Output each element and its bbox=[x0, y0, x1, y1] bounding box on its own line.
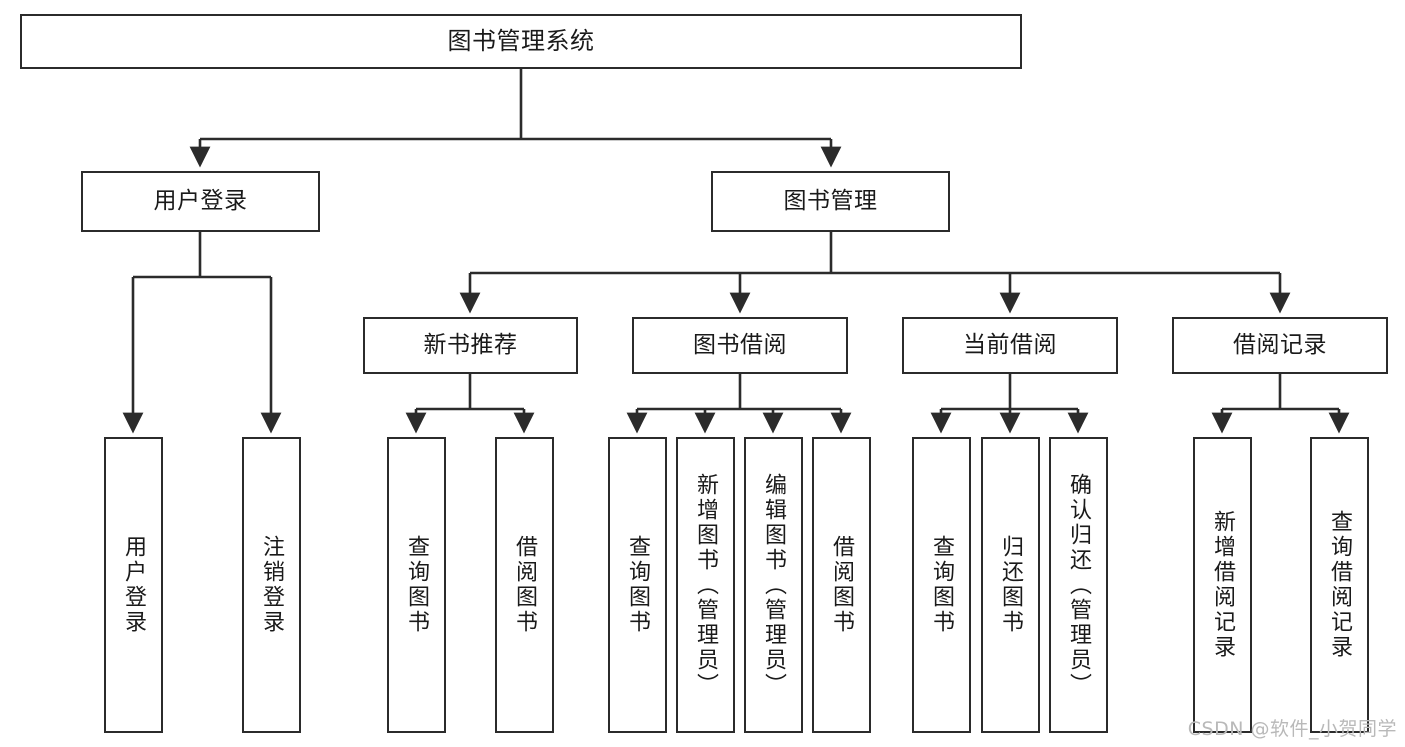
leaf-logout[interactable]: 注销登录 bbox=[242, 437, 301, 733]
node-label: 新书推荐 bbox=[423, 331, 518, 358]
leaf-add-borrowing-record[interactable]: 新增借阅记录 bbox=[1193, 437, 1252, 733]
leaf-add-book-admin[interactable]: 新增图书（管理员） bbox=[676, 437, 735, 733]
node-borrowing-records[interactable]: 借阅记录 bbox=[1172, 317, 1388, 374]
leaf-query-books-recommendation[interactable]: 查询图书 bbox=[387, 437, 446, 733]
node-label: 注销登录 bbox=[259, 535, 285, 635]
node-root-system[interactable]: 图书管理系统 bbox=[20, 14, 1022, 69]
leaf-query-borrowing-record[interactable]: 查询借阅记录 bbox=[1310, 437, 1369, 733]
node-label: 新增借阅记录 bbox=[1210, 510, 1236, 660]
leaf-confirm-return-admin[interactable]: 确认归还（管理员） bbox=[1049, 437, 1108, 733]
node-label: 图书管理 bbox=[783, 187, 878, 214]
leaf-borrow-books-borrowing[interactable]: 借阅图书 bbox=[812, 437, 871, 733]
leaf-edit-book-admin[interactable]: 编辑图书（管理员） bbox=[744, 437, 803, 733]
node-new-book-recommendation[interactable]: 新书推荐 bbox=[363, 317, 578, 374]
node-label: 查询图书 bbox=[929, 535, 955, 635]
node-label: 借阅记录 bbox=[1233, 331, 1327, 358]
node-current-borrowing[interactable]: 当前借阅 bbox=[902, 317, 1118, 374]
node-label: 图书管理系统 bbox=[447, 27, 595, 56]
node-label: 新增图书（管理员） bbox=[693, 472, 719, 698]
node-label: 借阅图书 bbox=[512, 535, 538, 635]
node-book-management-module[interactable]: 图书管理 bbox=[711, 171, 950, 232]
node-label: 用户登录 bbox=[121, 535, 147, 635]
node-user-login-module[interactable]: 用户登录 bbox=[81, 171, 320, 232]
leaf-query-books-borrowing[interactable]: 查询图书 bbox=[608, 437, 667, 733]
leaf-return-books[interactable]: 归还图书 bbox=[981, 437, 1040, 733]
node-label: 确认归还（管理员） bbox=[1066, 472, 1092, 698]
node-label: 编辑图书（管理员） bbox=[761, 472, 787, 698]
leaf-user-login[interactable]: 用户登录 bbox=[104, 437, 163, 733]
csdn-watermark: CSDN @软件_小贺同学 bbox=[1187, 718, 1397, 740]
node-book-borrowing[interactable]: 图书借阅 bbox=[632, 317, 848, 374]
node-label: 用户登录 bbox=[153, 187, 248, 214]
node-label: 当前借阅 bbox=[963, 331, 1057, 358]
node-label: 借阅图书 bbox=[829, 535, 855, 635]
leaf-query-books-current[interactable]: 查询图书 bbox=[912, 437, 971, 733]
node-label: 查询图书 bbox=[404, 535, 430, 635]
leaf-borrow-books-recommendation[interactable]: 借阅图书 bbox=[495, 437, 554, 733]
node-label: 归还图书 bbox=[998, 535, 1024, 635]
node-label: 查询图书 bbox=[625, 535, 651, 635]
node-label: 查询借阅记录 bbox=[1327, 510, 1353, 660]
node-label: 图书借阅 bbox=[693, 331, 787, 358]
